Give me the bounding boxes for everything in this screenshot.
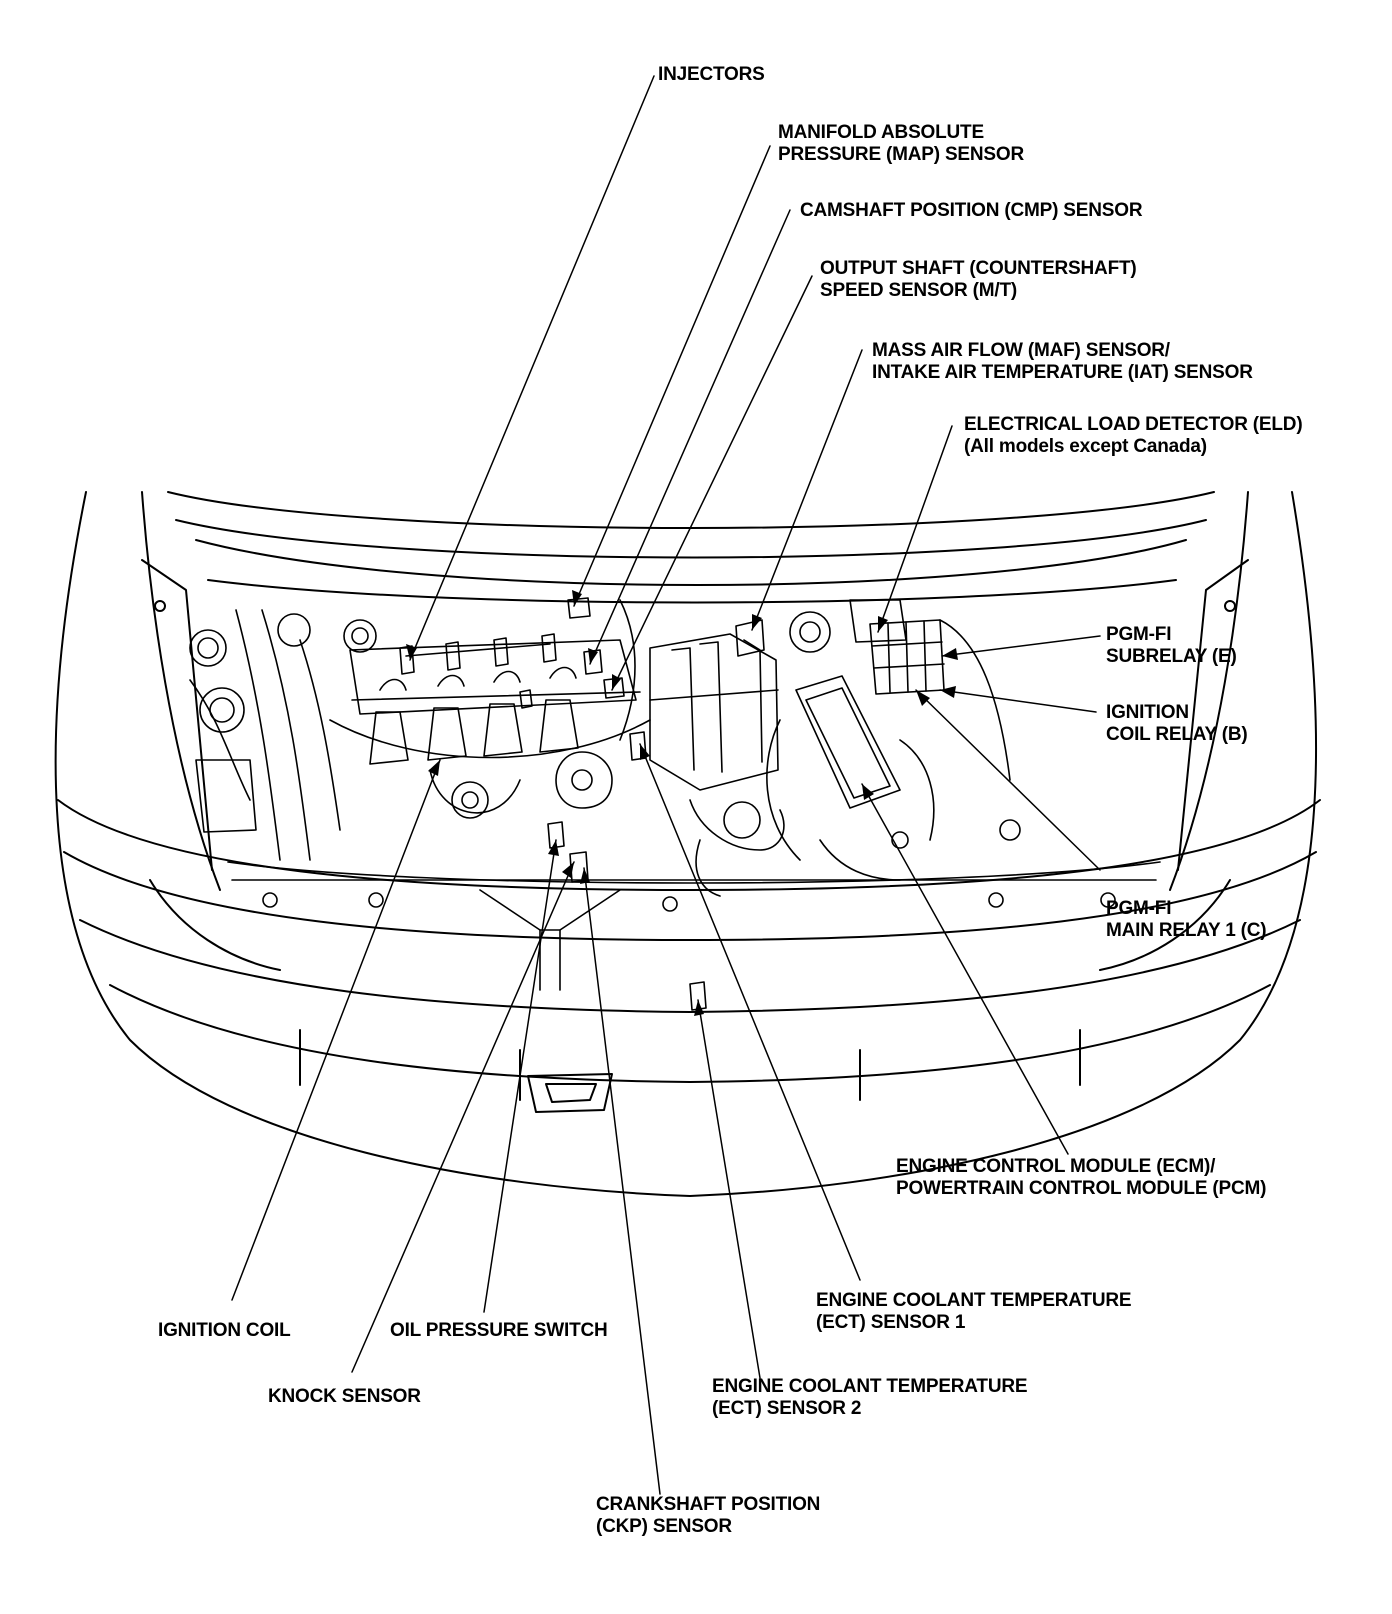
label-pgm-fi-subrelay: PGM-FI SUBRELAY (E) (1106, 624, 1237, 667)
label-maf-iat-sensor: MASS AIR FLOW (MAF) SENSOR/ INTAKE AIR T… (872, 340, 1253, 383)
label-ecm-pcm: ENGINE CONTROL MODULE (ECM)/ POWERTRAIN … (896, 1156, 1267, 1199)
label-ect-sensor-2: ENGINE COOLANT TEMPERATURE (ECT) SENSOR … (712, 1376, 1028, 1419)
label-eld: ELECTRICAL LOAD DETECTOR (ELD) (All mode… (964, 414, 1303, 457)
label-injectors: INJECTORS (658, 64, 765, 85)
label-knock-sensor: KNOCK SENSOR (268, 1386, 421, 1407)
relay-box-shape (869, 619, 945, 695)
label-oil-pressure-switch: OIL PRESSURE SWITCH (390, 1320, 608, 1341)
label-output-shaft-speed-sensor: OUTPUT SHAFT (COUNTERSHAFT) SPEED SENSOR… (820, 258, 1137, 301)
label-ect-sensor-1: ENGINE COOLANT TEMPERATURE (ECT) SENSOR … (816, 1290, 1132, 1333)
label-ckp-sensor: CRANKSHAFT POSITION (CKP) SENSOR (596, 1494, 821, 1537)
hood-outline (167, 491, 1215, 604)
arrowheads (406, 590, 958, 1016)
ignition-coil-shapes (369, 666, 579, 765)
engine-bay-details (189, 597, 1161, 1011)
air-box-shapes (649, 619, 785, 897)
label-ignition-coil-relay: IGNITION COIL RELAY (B) (1106, 702, 1248, 745)
label-ignition-coil: IGNITION COIL (158, 1320, 291, 1341)
label-pgm-fi-main-relay: PGM-FI MAIN RELAY 1 (C) (1106, 898, 1267, 941)
label-cmp-sensor: CAMSHAFT POSITION (CMP) SENSOR (800, 200, 1143, 221)
injector-shapes (399, 633, 557, 675)
car-body-outline (54, 491, 1321, 1197)
ecm-box-shape (795, 675, 901, 809)
leader-lines (231, 75, 1101, 1495)
label-map-sensor: MANIFOLD ABSOLUTE PRESSURE (MAP) SENSOR (778, 122, 1025, 165)
